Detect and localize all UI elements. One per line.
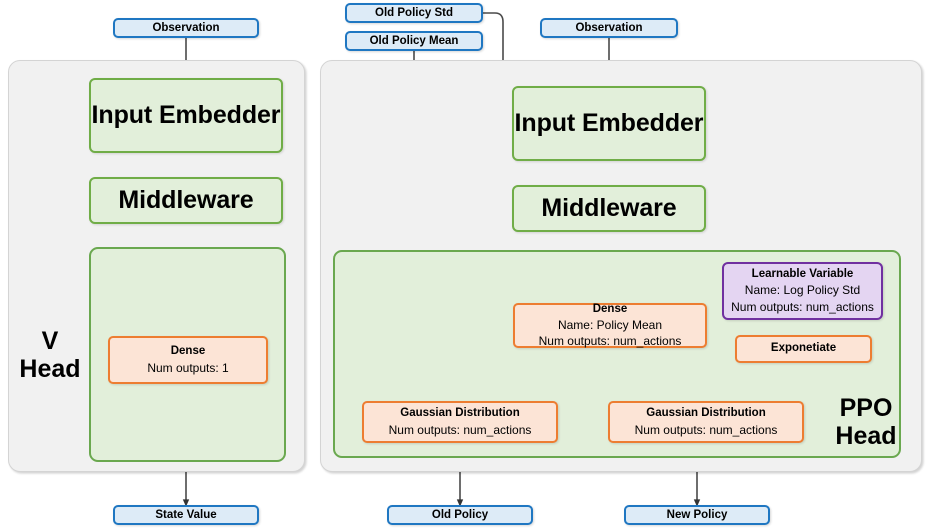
v-head-caption-line2: Head <box>19 355 81 383</box>
op-dense-v-sub1: Num outputs: 1 <box>147 360 229 375</box>
op-gaussian-old-title: Gaussian Distribution <box>400 407 520 420</box>
module-input-embedder-v-label: Input Embedder <box>91 101 281 129</box>
io-old-policy[interactable]: Old Policy <box>387 505 533 525</box>
op-exponentiate[interactable]: Exponetiate <box>735 335 872 363</box>
module-middleware-ppo-label: Middleware <box>541 194 677 222</box>
io-new-policy-label: New Policy <box>666 509 728 521</box>
io-old-policy-mean-label: Old Policy Mean <box>369 35 459 47</box>
op-dense-policy-mean-title: Dense <box>592 302 628 315</box>
io-state-value[interactable]: State Value <box>113 505 259 525</box>
op-dense-policy-mean[interactable]: Dense Name: Policy Mean Num outputs: num… <box>513 303 707 348</box>
op-dense-policy-mean-sub2: Num outputs: num_actions <box>538 334 682 349</box>
ppo-head-caption: PPO Head <box>822 388 910 456</box>
io-state-value-label: State Value <box>155 509 217 521</box>
module-middleware-v[interactable]: Middleware <box>89 177 283 224</box>
var-learnable-title: Learnable Variable <box>751 268 854 281</box>
ppo-head-caption-line1: PPO <box>839 394 893 422</box>
io-old-policy-mean[interactable]: Old Policy Mean <box>345 31 483 51</box>
io-new-policy[interactable]: New Policy <box>624 505 770 525</box>
op-dense-policy-mean-sub1: Name: Policy Mean <box>557 318 663 333</box>
var-learnable-sub1: Name: Log Policy Std <box>744 283 861 298</box>
module-input-embedder-v[interactable]: Input Embedder <box>89 78 283 153</box>
op-exponentiate-title: Exponetiate <box>770 342 837 355</box>
module-middleware-v-label: Middleware <box>118 186 254 214</box>
var-learnable-sub2: Num outputs: num_actions <box>731 300 874 315</box>
op-gaussian-new-sub1: Num outputs: num_actions <box>634 422 778 437</box>
op-dense-v-title: Dense <box>170 345 206 358</box>
module-input-embedder-ppo-label: Input Embedder <box>514 109 704 137</box>
v-head-caption-line1: V <box>41 327 59 355</box>
var-learnable-log-policy-std[interactable]: Learnable Variable Name: Log Policy Std … <box>722 262 883 320</box>
io-old-policy-std-label: Old Policy Std <box>375 7 453 19</box>
io-old-policy-std[interactable]: Old Policy Std <box>345 3 483 23</box>
ppo-head-caption-line2: Head <box>835 422 897 450</box>
module-input-embedder-ppo[interactable]: Input Embedder <box>512 86 706 161</box>
op-gaussian-distribution-new[interactable]: Gaussian Distribution Num outputs: num_a… <box>608 401 804 443</box>
op-gaussian-new-title: Gaussian Distribution <box>646 407 766 420</box>
op-dense-v[interactable]: Dense Num outputs: 1 <box>108 336 268 384</box>
io-old-policy-label: Old Policy <box>431 509 489 521</box>
io-observation-v-label: Observation <box>152 22 220 34</box>
module-middleware-ppo[interactable]: Middleware <box>512 185 706 232</box>
v-head-caption: V Head <box>14 320 86 390</box>
io-observation-v[interactable]: Observation <box>113 18 259 38</box>
io-observation-ppo[interactable]: Observation <box>540 18 678 38</box>
op-gaussian-old-sub1: Num outputs: num_actions <box>388 422 532 437</box>
io-observation-ppo-label: Observation <box>575 22 643 34</box>
op-gaussian-distribution-old[interactable]: Gaussian Distribution Num outputs: num_a… <box>362 401 558 443</box>
